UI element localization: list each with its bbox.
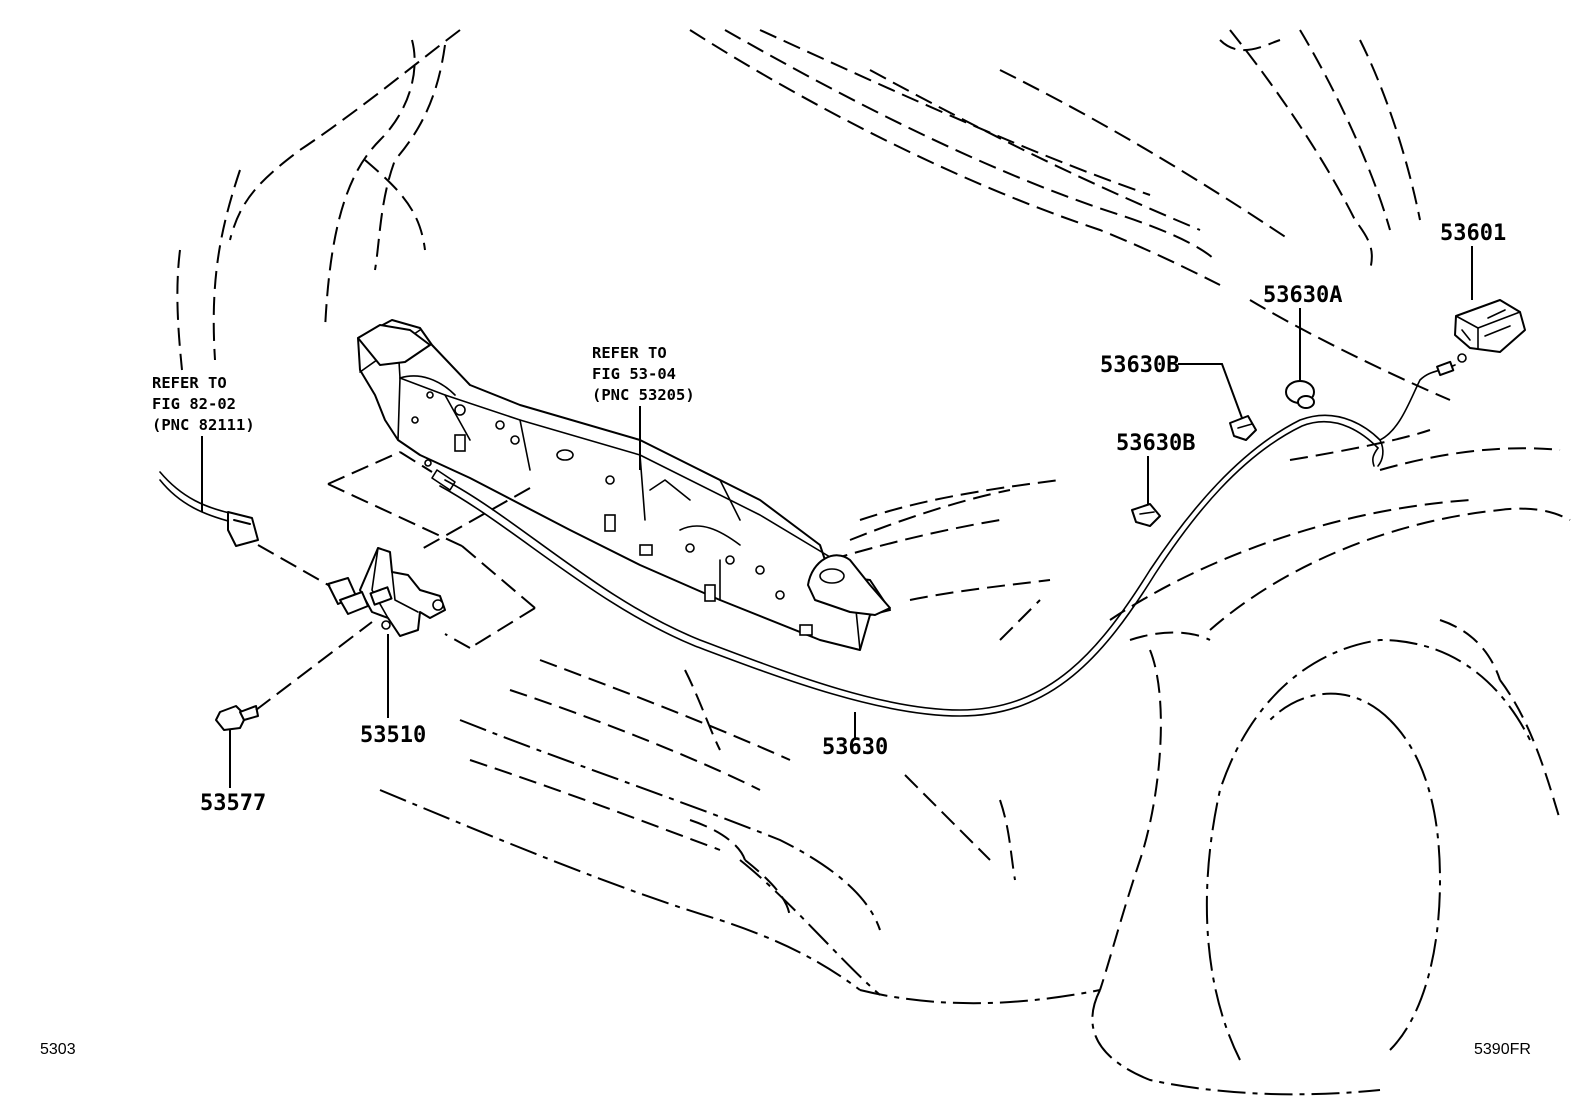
assembly-guide-lines [255, 451, 536, 711]
label-53630b-upper: 53630B [1100, 353, 1179, 378]
label-53577: 53577 [200, 791, 266, 816]
ref-left-line2: FIG 82-02 [152, 395, 236, 413]
vehicle-body-outline [176, 29, 1571, 1096]
leader-lines [201, 246, 1473, 788]
bolt-53577 [215, 705, 259, 731]
footer-codes: 5303 5390FR [40, 1041, 1531, 1058]
hood-lock-53510 [327, 547, 446, 637]
ref-center-line3: (PNC 53205) [592, 386, 695, 404]
ref-center-line2: FIG 53-04 [592, 365, 676, 383]
hood-release-cable [424, 353, 1467, 717]
ref-left-line3: (PNC 82111) [152, 416, 255, 434]
hood-release-lever-53601 [1454, 299, 1526, 353]
ref-left-line1: REFER TO [152, 374, 227, 392]
label-53630: 53630 [822, 735, 888, 760]
label-53630a: 53630A [1263, 283, 1342, 308]
cable-clip-53630b-lower [1131, 503, 1161, 527]
footer-right-code: 5390FR [1474, 1041, 1531, 1058]
radiator-support-upper [357, 319, 891, 651]
part-number-labels: 53601 53630A 53630B 53630B 53510 53577 5… [200, 221, 1506, 816]
cable-clip-53630a [1285, 380, 1315, 409]
reference-note-left: REFER TO FIG 82-02 (PNC 82111) [152, 374, 255, 434]
reference-note-center: REFER TO FIG 53-04 (PNC 53205) [592, 344, 695, 404]
label-53630b-lower: 53630B [1116, 431, 1195, 456]
label-53601: 53601 [1440, 221, 1506, 246]
ref-center-line1: REFER TO [592, 344, 667, 362]
footer-left-code: 5303 [40, 1041, 76, 1058]
hood-switch-harness [159, 471, 259, 547]
label-53510: 53510 [360, 723, 426, 748]
cable-clip-53630b-upper [1229, 415, 1257, 441]
